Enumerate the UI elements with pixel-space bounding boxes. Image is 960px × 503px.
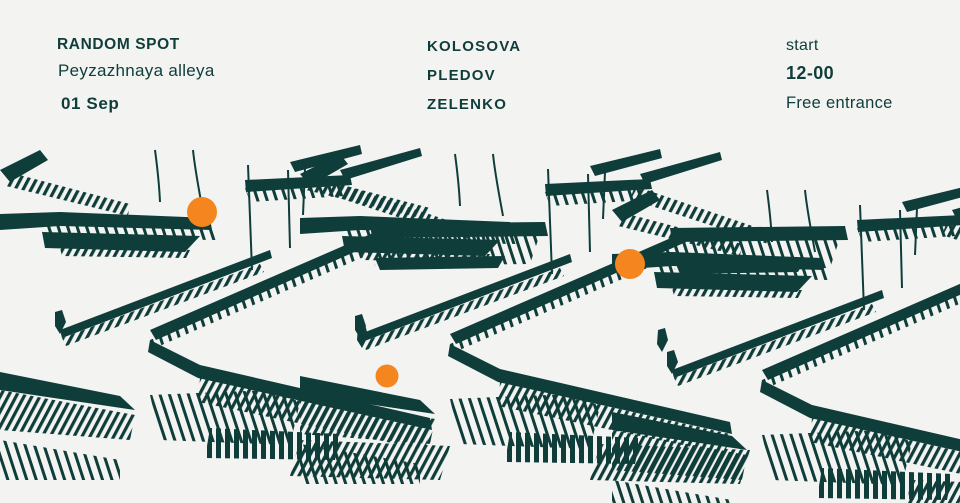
- accent-dots: [187, 197, 645, 388]
- accent-dot: [375, 364, 399, 388]
- entrance-info: Free entrance: [786, 94, 893, 112]
- venue-place: Peyzazhnaya alleya: [58, 61, 215, 80]
- artist-name: PLEDOV: [427, 67, 496, 84]
- stairs-illustration: [0, 144, 960, 503]
- start-time: 12-00: [786, 63, 835, 83]
- accent-dot: [187, 197, 217, 227]
- event-date: 01 Sep: [61, 94, 120, 113]
- artist-name: KOLOSOVA: [427, 38, 522, 55]
- artist-name: ZELENKO: [427, 96, 508, 113]
- start-label: start: [786, 37, 819, 54]
- accent-dot: [615, 249, 645, 279]
- venue-name: RANDOM SPOT: [57, 36, 180, 53]
